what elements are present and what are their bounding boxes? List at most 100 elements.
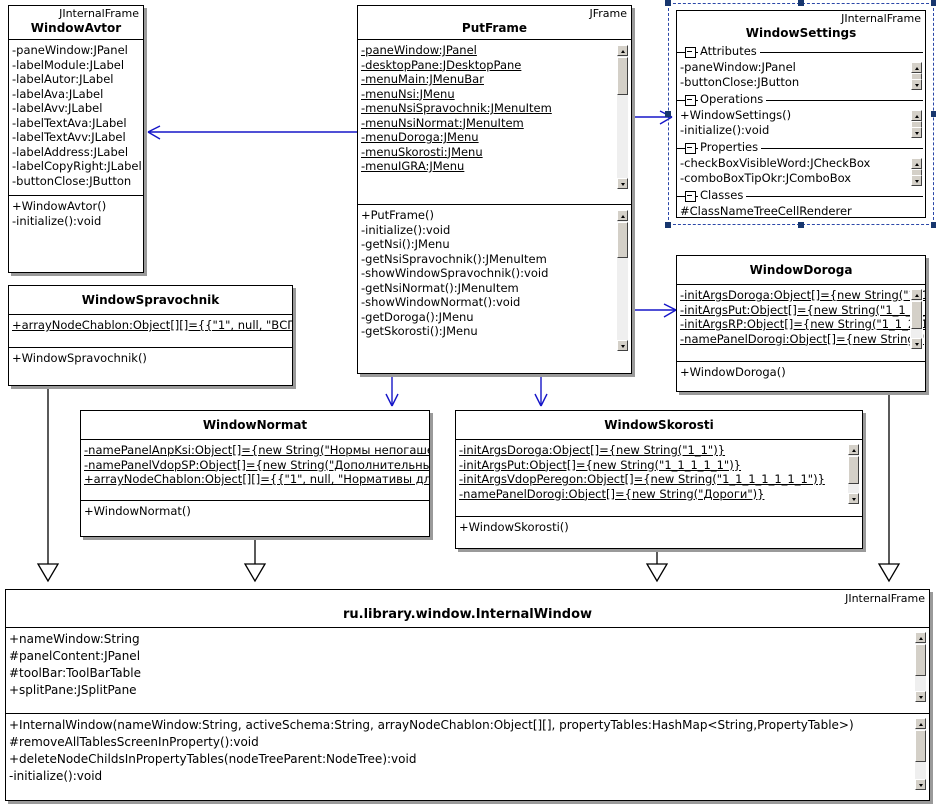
- attributes-compartment: -namePanelAnpKsi:Object[]={new String("Н…: [81, 439, 429, 500]
- scrollbar-thumb[interactable]: [848, 456, 859, 484]
- class-box-window-avtor[interactable]: JInternalFrame WindowAvtor -paneWindow:J…: [8, 5, 144, 273]
- attributes-compartment: -paneWindow:JPanel -desktopPane:JDesktop…: [358, 39, 631, 204]
- operation-row: -initialize():void: [9, 769, 103, 783]
- selection-handle-middle-left[interactable]: [665, 111, 671, 117]
- attribute-row: -menuIGRA:JMenu: [361, 159, 465, 173]
- attribute-row: -buttonClose:JButton: [680, 74, 800, 89]
- selection-handle-bottom-right[interactable]: [931, 222, 936, 228]
- group-header-operations[interactable]: Operations: [677, 92, 925, 107]
- attributes-compartment: +arrayNodeChablon:Object[][]={{"1", null…: [9, 314, 292, 347]
- scroll-down-button[interactable]: [617, 340, 628, 351]
- class-box-window-skorosti[interactable]: WindowSkorosti -initArgsDoroga:Object[]=…: [455, 410, 863, 549]
- group-label: Properties: [698, 140, 762, 154]
- class-box-window-normat[interactable]: WindowNormat -namePanelAnpKsi:Object[]={…: [80, 410, 430, 537]
- selection-handle-middle-right[interactable]: [931, 111, 936, 117]
- attribute-row: -menuSkorosti:JMenu: [361, 144, 483, 159]
- scroll-up-button[interactable]: [915, 718, 926, 729]
- collapse-toggle-icon[interactable]: [685, 143, 696, 154]
- attributes-scrollbar[interactable]: [847, 443, 860, 505]
- group-divider: [677, 148, 923, 149]
- class-name: WindowDoroga: [749, 263, 853, 277]
- scrollbar-thumb[interactable]: [915, 644, 926, 676]
- attribute-row: +splitPane:JSplitPane: [9, 683, 137, 697]
- attribute-row: -menuDoroga:JMenu: [361, 130, 479, 144]
- group-header-classes[interactable]: Classes: [677, 188, 925, 203]
- stereotype-label: JInternalFrame: [59, 7, 139, 20]
- scroll-down-button[interactable]: [911, 338, 922, 349]
- class-box-window-doroga[interactable]: WindowDoroga -initArgsDoroga:Object[]={n…: [676, 255, 926, 392]
- operation-row: -initialize():void: [361, 222, 451, 237]
- collapse-toggle-icon[interactable]: [685, 95, 696, 106]
- collapse-toggle-icon[interactable]: [685, 191, 696, 202]
- group-label: Operations: [698, 92, 767, 106]
- class-header: WindowDoroga: [677, 256, 925, 284]
- scrollbar-thumb[interactable]: [915, 730, 926, 762]
- selection-handle-top-center[interactable]: [798, 0, 804, 6]
- operation-row: -getSkorosti():JMenu: [361, 324, 478, 338]
- attribute-row: -labelAva:JLabel: [12, 86, 104, 101]
- dependency-putframe-to-windowdoroga: [632, 303, 677, 318]
- generalization-windownormat-to-internalwindow: [243, 537, 267, 583]
- operation-row: -showWindowSpravochnik():void: [361, 266, 549, 280]
- scroll-up-button[interactable]: [915, 632, 926, 643]
- group-header-attributes[interactable]: Attributes: [677, 44, 925, 59]
- class-box-window-settings[interactable]: JInternalFrame WindowSettings Attributes…: [676, 10, 926, 218]
- attributes-scrollbar[interactable]: [910, 288, 923, 350]
- scroll-up-button[interactable]: [848, 444, 859, 455]
- properties-scrollbar[interactable]: [910, 157, 923, 187]
- scroll-down-button[interactable]: [911, 127, 922, 138]
- operations-scrollbar[interactable]: [910, 109, 923, 139]
- scroll-up-button[interactable]: [617, 210, 628, 221]
- attribute-row: -paneWindow:JPanel: [680, 60, 796, 74]
- scroll-up-button[interactable]: [911, 289, 922, 300]
- attribute-row: -initArgsVdopPeregon:Object[]={new Strin…: [459, 472, 825, 486]
- operations-compartment: +WindowSettings() -initialize():void: [677, 108, 925, 140]
- class-box-put-frame[interactable]: JFrame PutFrame -paneWindow:JPanel -desk…: [357, 5, 632, 374]
- class-name: PutFrame: [461, 21, 528, 35]
- scroll-up-button[interactable]: [911, 110, 922, 121]
- selection-handle-top-right[interactable]: [931, 0, 936, 6]
- scrollbar-track[interactable]: [617, 56, 628, 178]
- scroll-down-button[interactable]: [617, 178, 628, 189]
- attribute-row: -paneWindow:JPanel: [12, 43, 128, 57]
- selection-handle-top-left[interactable]: [665, 0, 671, 6]
- group-header-properties[interactable]: Properties: [677, 140, 925, 155]
- scroll-down-button[interactable]: [915, 691, 926, 702]
- class-name: WindowSpravochnik: [81, 293, 220, 307]
- operations-scrollbar[interactable]: [616, 209, 629, 352]
- scrollbar-thumb[interactable]: [617, 222, 628, 258]
- class-box-internal-window[interactable]: JInternalFrame ru.library.window.Interna…: [5, 589, 930, 801]
- attributes-scrollbar[interactable]: [910, 61, 923, 91]
- scrollbar-track[interactable]: [617, 221, 628, 340]
- spacer: [9, 188, 143, 192]
- scroll-up-button[interactable]: [911, 62, 922, 73]
- attribute-row: -menuNsiNormat:JMenuItem: [361, 115, 524, 130]
- collapse-toggle-icon[interactable]: [685, 47, 696, 58]
- attribute-row: -labelAutor:JLabel: [12, 72, 114, 86]
- scroll-up-button[interactable]: [911, 158, 922, 169]
- scroll-down-button[interactable]: [848, 493, 859, 504]
- operation-row: +deleteNodeChildsInPropertyTables(nodeTr…: [9, 752, 417, 766]
- scroll-down-button[interactable]: [915, 779, 926, 790]
- attributes-scrollbar[interactable]: [914, 631, 927, 703]
- scroll-up-button[interactable]: [617, 45, 628, 56]
- selection-handle-bottom-center[interactable]: [798, 222, 804, 228]
- attributes-scrollbar[interactable]: [616, 44, 629, 190]
- property-row: -comboBoxTipOkr:JComboBox: [680, 170, 852, 185]
- attribute-row: +arrayNodeChablon:Object[][]={{"1", null…: [12, 318, 292, 332]
- class-box-window-spravochnik[interactable]: WindowSpravochnik +arrayNodeChablon:Obje…: [8, 285, 293, 386]
- class-header: JInternalFrame ru.library.window.Interna…: [6, 590, 929, 627]
- scroll-down-button[interactable]: [911, 79, 922, 90]
- scrollbar-thumb[interactable]: [617, 57, 628, 95]
- selection-handle-bottom-left[interactable]: [665, 222, 671, 228]
- generalization-windowspravochnik-to-internalwindow: [36, 386, 60, 583]
- scrollbar-thumb[interactable]: [911, 301, 922, 329]
- class-name: WindowNormat: [202, 418, 308, 432]
- operations-scrollbar[interactable]: [914, 717, 927, 791]
- scroll-down-button[interactable]: [911, 175, 922, 186]
- operation-row: -getNsiSpravochnik():JMenuItem: [361, 251, 547, 266]
- properties-compartment: -checkBoxVisibleWord:JCheckBox -comboBox…: [677, 156, 925, 188]
- nested-class-row: #ClassNameTreeCellRenderer: [680, 204, 852, 218]
- group-divider: [677, 100, 923, 101]
